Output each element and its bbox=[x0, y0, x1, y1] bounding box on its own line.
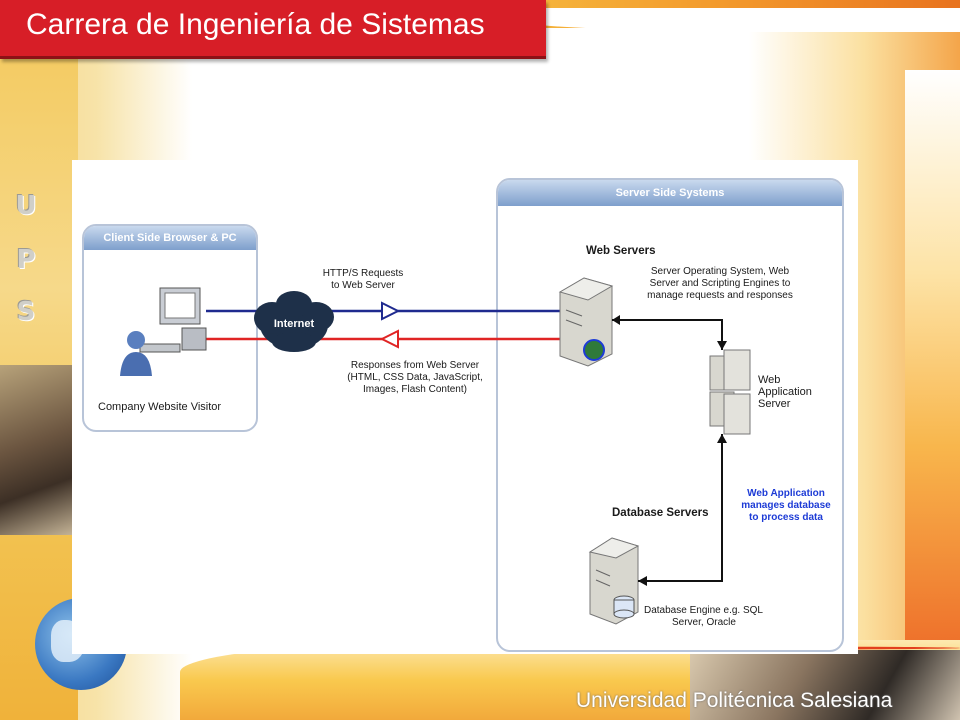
connector-arrow-icon bbox=[717, 434, 727, 443]
description-line: manage requests and responses bbox=[647, 290, 793, 301]
response-label-line: Responses from Web Server bbox=[350, 360, 480, 371]
note-line: manages database bbox=[741, 500, 831, 511]
app-server-label-line: Web bbox=[758, 374, 781, 386]
web-servers-heading: Web Servers bbox=[586, 245, 656, 257]
app-database-note: Web Application manages database to proc… bbox=[736, 488, 836, 524]
left-people-photo bbox=[0, 365, 78, 535]
note-line: Web Application bbox=[747, 488, 825, 499]
response-label-line: (HTML, CSS Data, JavaScript, bbox=[347, 372, 483, 383]
internet-cloud-icon bbox=[254, 291, 334, 352]
response-label-line: Images, Flash Content) bbox=[363, 384, 467, 395]
app-server-label: Web Application Server bbox=[758, 374, 812, 410]
description-line: Database Engine e.g. SQL bbox=[644, 605, 763, 616]
web-servers-description: Server Operating System, Web Server and … bbox=[640, 266, 800, 302]
connector-arrow-icon bbox=[638, 576, 647, 586]
footer-university-name: Universidad Politécnica Salesiana bbox=[576, 689, 893, 712]
description-line: Server and Scripting Engines to bbox=[649, 278, 791, 289]
web-server-icon bbox=[558, 277, 614, 367]
database-server-icon bbox=[588, 537, 640, 625]
title-bar: Carrera de Ingeniería de Sistemas bbox=[0, 0, 546, 59]
note-line: to process data bbox=[749, 512, 823, 523]
logo-letter-p: P bbox=[16, 245, 36, 275]
database-servers-heading: Database Servers bbox=[612, 507, 709, 519]
database-description: Database Engine e.g. SQL Server, Oracle bbox=[644, 605, 763, 629]
response-label: Responses from Web Server (HTML, CSS Dat… bbox=[340, 360, 490, 396]
request-label: HTTP/S Requests to Web Server bbox=[308, 268, 418, 292]
internet-label: Internet bbox=[273, 318, 315, 330]
server-panel: Server Side Systems bbox=[496, 178, 844, 652]
client-panel: Client Side Browser & PC bbox=[82, 224, 258, 432]
bottom-people-photo bbox=[690, 650, 960, 720]
request-label-line: HTTP/S Requests bbox=[322, 268, 404, 279]
description-line: Server Operating System, Web bbox=[650, 266, 790, 277]
server-panel-title: Server Side Systems bbox=[498, 180, 842, 206]
visitor-person-icon bbox=[120, 331, 152, 376]
webserver-app-connector bbox=[612, 319, 723, 350]
client-computer-icon bbox=[139, 287, 207, 353]
response-arrow-icon bbox=[379, 329, 399, 349]
request-label-line: to Web Server bbox=[331, 280, 395, 291]
slide-title: Carrera de Ingeniería de Sistemas bbox=[26, 8, 485, 41]
right-decorative-band bbox=[905, 70, 960, 650]
app-database-connector bbox=[638, 434, 723, 582]
logo-letter-u: U bbox=[15, 191, 37, 221]
description-line: Server, Oracle bbox=[672, 617, 736, 628]
diagram-graphics bbox=[120, 277, 751, 625]
client-panel-title: Client Side Browser & PC bbox=[84, 226, 256, 250]
visitor-label: Company Website Visitor bbox=[98, 401, 222, 413]
connector-arrow-icon bbox=[717, 341, 727, 350]
logo-letter-s: S bbox=[16, 297, 36, 327]
connector-arrow-icon bbox=[612, 315, 620, 325]
app-server-icon bbox=[709, 349, 751, 435]
request-arrow-icon bbox=[381, 301, 401, 321]
app-server-label-line: Application bbox=[758, 386, 812, 398]
app-server-label-line: Server bbox=[758, 398, 791, 410]
top-decorative-curve bbox=[500, 8, 960, 32]
architecture-diagram: Client Side Browser & PC Server Side Sys… bbox=[72, 160, 858, 654]
